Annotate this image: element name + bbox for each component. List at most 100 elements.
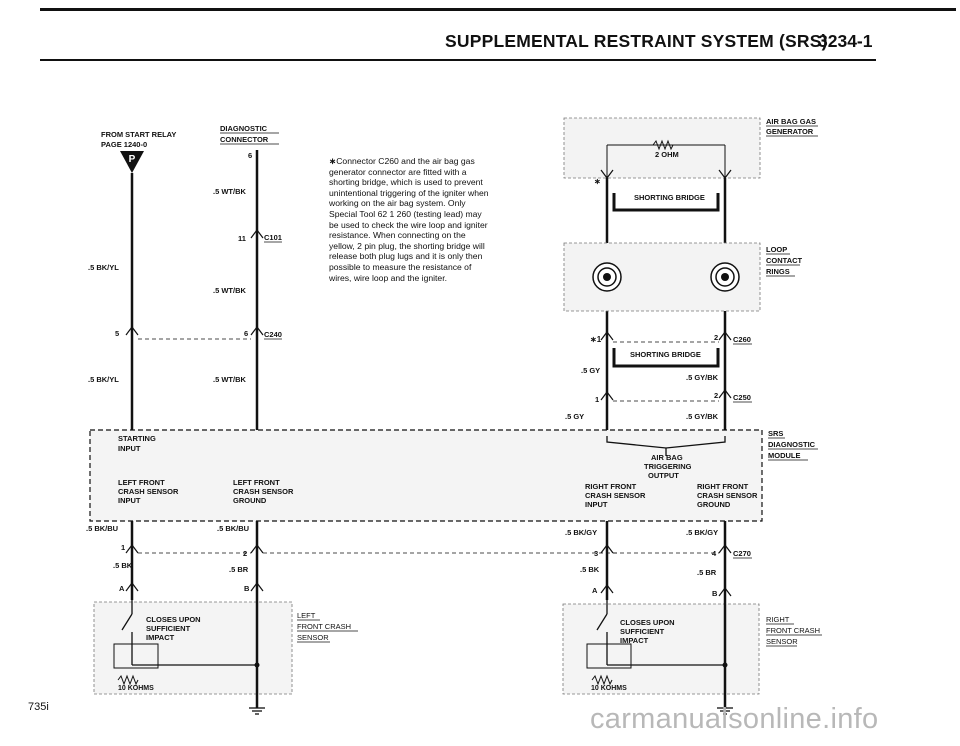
rf-ground-label-2: CRASH SENSOR <box>697 491 758 500</box>
pin-11: 11 <box>238 234 246 243</box>
pin-2-left: 2 <box>243 549 247 558</box>
lf-sensor-input-label: LEFT FRONT <box>118 478 165 487</box>
right-sensor-switch-icon <box>596 613 608 631</box>
diag-connector-label-2: CONNECTOR <box>220 135 269 144</box>
wire-label-bk-left: .5 BK <box>113 561 133 570</box>
wire-label-bkyl-1: .5 BK/YL <box>88 263 119 272</box>
model-label: 735i <box>28 701 49 713</box>
from-relay-page: PAGE 1240-0 <box>101 140 147 149</box>
srs-module-label-2: DIAGNOSTIC <box>768 440 816 449</box>
header-rule <box>40 59 876 61</box>
shorting-bridge-2 <box>612 348 720 368</box>
relay-flag-letter: P <box>129 154 136 165</box>
igniter-resistor-icon <box>652 139 674 151</box>
diag-connector-label: DIAGNOSTIC <box>220 124 268 133</box>
pin-b-left: B <box>244 584 250 593</box>
lf-ground-label: LEFT FRONT <box>233 478 280 487</box>
loop-label-1: LOOP <box>766 245 787 254</box>
note-text: Connector C260 and the air bag gas gener… <box>329 156 489 283</box>
rf-sensor-input-label: RIGHT FRONT <box>585 482 637 491</box>
rf-ground-label: RIGHT FRONT <box>697 482 749 491</box>
starting-input-label: STARTING <box>118 434 156 443</box>
rf-ground-label-3: GROUND <box>697 500 731 509</box>
pin-1-c250: 1 <box>595 395 599 404</box>
wire-label-wtbk-3: .5 WT/BK <box>213 375 246 384</box>
pin-1-c260: ∗1 <box>590 335 602 344</box>
kohm-right: 10 KOHMS <box>591 685 627 692</box>
airbag-output-label-3: OUTPUT <box>648 471 679 480</box>
right-crash-sensor-section: .5 BK/GY .5 BK/GY 3 4 C270 .5 BK .5 BR A… <box>562 521 822 715</box>
pin-b-right: B <box>712 589 718 598</box>
pin-a-left: A <box>119 584 125 593</box>
relay-flag-icon <box>120 151 144 173</box>
pin-4-right: 4 <box>712 549 717 558</box>
wire-label-bkbu-2: .5 BK/BU <box>217 524 249 533</box>
ohm-label: 2 OHM <box>655 150 679 159</box>
wire-label-gy-1: .5 GY <box>581 366 600 375</box>
loop-label-2: CONTACT <box>766 256 803 265</box>
shorting-bridge-label-1: SHORTING BRIDGE <box>634 193 705 202</box>
starting-input-label-2: INPUT <box>118 444 141 453</box>
srs-module-box <box>89 429 763 522</box>
rf-sensor-input-label-2: CRASH SENSOR <box>585 491 646 500</box>
left-upper-section: FROM START RELAY PAGE 1240-0 P DIAGNOSTI… <box>88 124 282 436</box>
wire-label-wtbk-1: .5 WT/BK <box>213 187 246 196</box>
wire-label-bkyl-2: .5 BK/YL <box>88 375 119 384</box>
pin-5: 5 <box>115 329 119 338</box>
shorting-bridge-label-2: SHORTING BRIDGE <box>630 350 701 359</box>
connector-c240: C240 <box>264 330 282 339</box>
airbag-output-label-2: TRIGGERING <box>644 462 692 471</box>
closes-label-right-3: IMPACT <box>620 636 649 645</box>
page-number: 3234-1 <box>818 31 873 51</box>
rf-sensor-input-label-3: INPUT <box>585 500 608 509</box>
left-crash-sensor-section: .5 BK/BU .5 BK/BU 1 2 .5 BK .5 BR A B CL… <box>86 521 620 715</box>
gas-generator-box <box>563 117 761 179</box>
right-sensor-label-3: SENSOR <box>766 637 798 646</box>
gas-generator-label: AIR BAG GAS <box>766 117 816 126</box>
left-sensor-resistor-icon <box>117 674 139 686</box>
right-sensor-resistor-icon <box>591 674 613 686</box>
wire-label-gy-2: .5 GY <box>565 412 584 421</box>
closes-label-left-3: IMPACT <box>146 633 175 642</box>
left-sensor-switch-icon <box>121 613 133 631</box>
wire-label-gybk-2: .5 GY/BK <box>686 412 719 421</box>
top-rule <box>40 8 956 11</box>
gen-asterisk: ∗ <box>594 177 601 186</box>
service-note: ∗Connector C260 and the air bag gas gene… <box>329 156 489 283</box>
right-upper-section: 2 OHM AIR BAG GAS GENERATOR ∗ SHORTING B… <box>563 117 818 436</box>
pin-6-top: 6 <box>248 151 252 160</box>
pin-2-c260: 2 <box>714 333 718 342</box>
right-sensor-label: RIGHT <box>766 615 790 624</box>
pin-2-c250: 2 <box>714 391 718 400</box>
left-sensor-label-2: FRONT CRASH <box>297 622 351 631</box>
wire-label-gybk-1: .5 GY/BK <box>686 373 719 382</box>
lf-ground-label-3: GROUND <box>233 496 267 505</box>
lf-ground-label-2: CRASH SENSOR <box>233 487 294 496</box>
airbag-output-label: AIR BAG <box>651 453 683 462</box>
wire-label-bkbu-1: .5 BK/BU <box>86 524 118 533</box>
wire-label-wtbk-2: .5 WT/BK <box>213 286 246 295</box>
watermark: carmanualsonline.info <box>590 703 879 735</box>
closes-label-left-2: SUFFICIENT <box>146 624 191 633</box>
wire-label-br-right: .5 BR <box>697 568 717 577</box>
loop-label-3: RINGS <box>766 267 790 276</box>
wire-label-bkgy-1: .5 BK/GY <box>565 528 597 537</box>
connector-c250: C250 <box>733 393 751 402</box>
srs-module-label-3: MODULE <box>768 451 801 460</box>
left-sensor-label: LEFT <box>297 611 316 620</box>
pin-3-right: 3 <box>594 549 598 558</box>
shorting-bridge-1 <box>612 193 720 212</box>
wire-label-br-left: .5 BR <box>229 565 249 574</box>
srs-module: STARTING INPUT LEFT FRONT CRASH SENSOR I… <box>89 429 818 522</box>
from-relay-label: FROM START RELAY <box>101 130 176 139</box>
left-sensor-label-3: SENSOR <box>297 633 329 642</box>
closes-label-right: CLOSES UPON <box>620 618 675 627</box>
note-asterisk: ∗ <box>329 156 337 166</box>
kohm-left: 10 KOHMS <box>118 685 154 692</box>
closes-label-left: CLOSES UPON <box>146 615 201 624</box>
connector-c270: C270 <box>733 549 751 558</box>
wire-label-bk-right: .5 BK <box>580 565 600 574</box>
page-title: SUPPLEMENTAL RESTRAINT SYSTEM (SRS) <box>445 31 828 51</box>
pin-1-left: 1 <box>121 543 125 552</box>
